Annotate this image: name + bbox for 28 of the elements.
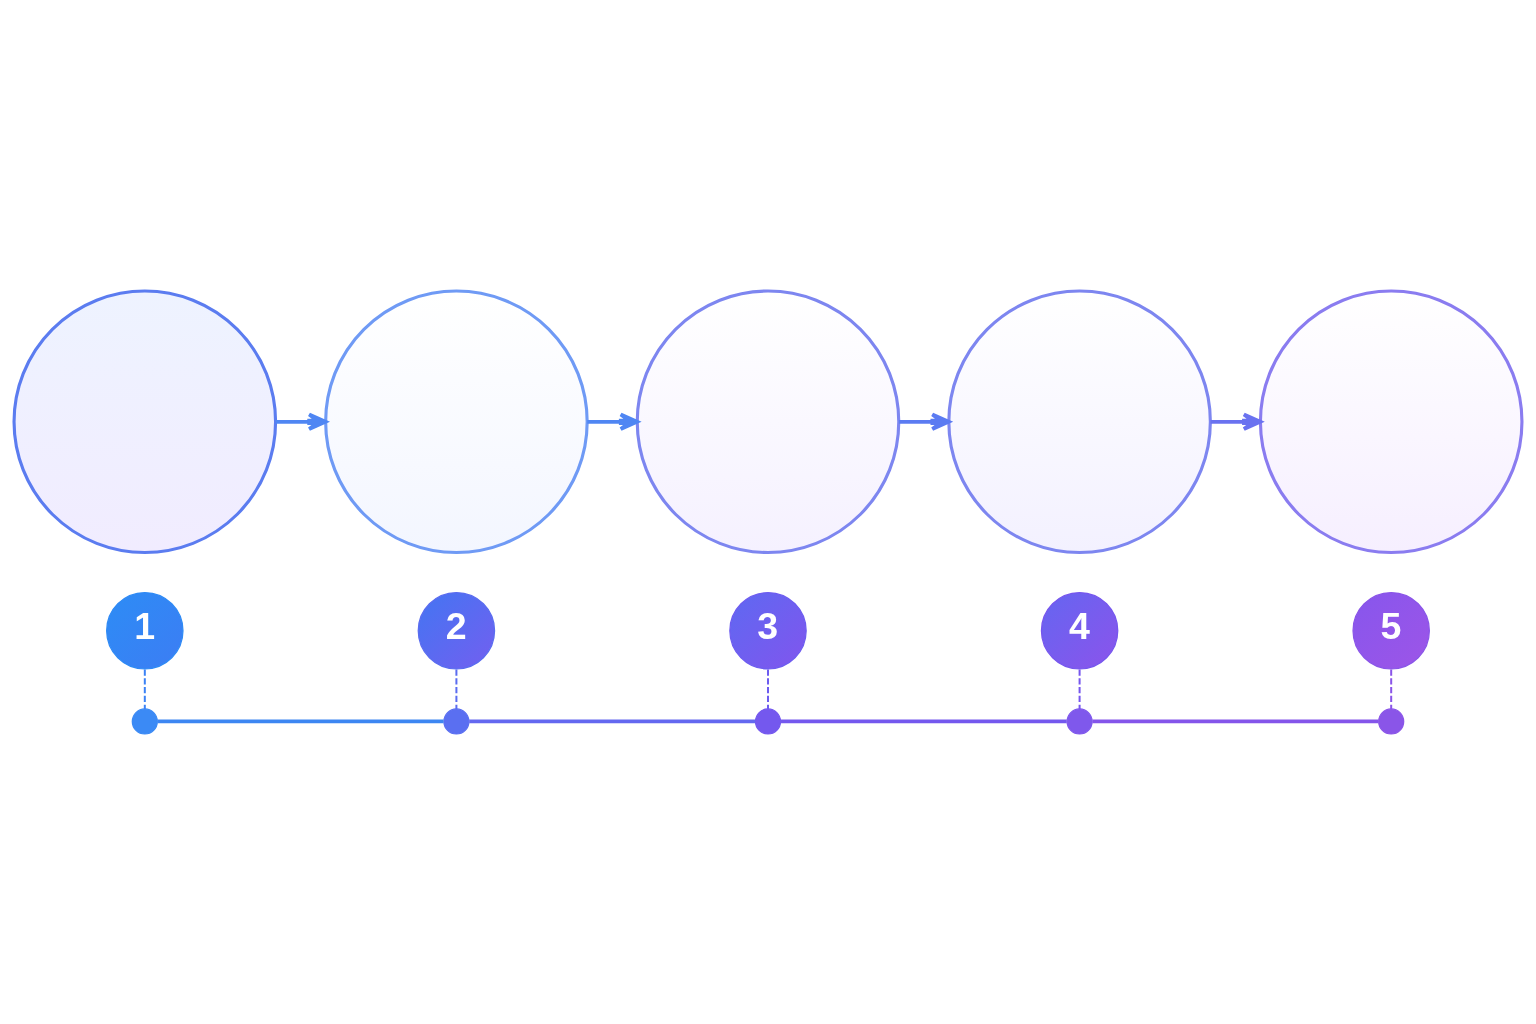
node-circle: 2 [417,591,496,670]
node-circle [1066,707,1093,735]
node-circle [1378,707,1405,735]
node-picture [324,288,589,554]
node-circle: 3 [729,591,807,670]
node-circle: 4 [1040,591,1119,670]
connector [143,667,146,710]
node-picture [1258,288,1524,554]
connector [469,719,756,723]
connector [1078,667,1081,710]
arrow [1210,412,1263,431]
arrow [898,412,951,431]
node-circle [443,707,470,735]
connector [157,719,444,723]
arrow [275,412,328,431]
connector [780,719,1067,723]
node-picture [947,288,1212,554]
node-circle [131,707,158,735]
node-circle: 1 [106,591,184,670]
arrow [587,412,639,431]
connector [1092,719,1379,723]
connector [1390,667,1393,710]
node-circle: 5 [1352,591,1430,670]
connector [767,667,769,710]
node-circle [754,707,782,735]
node-picture [12,288,278,554]
connector [455,667,458,710]
node-picture [635,288,901,554]
